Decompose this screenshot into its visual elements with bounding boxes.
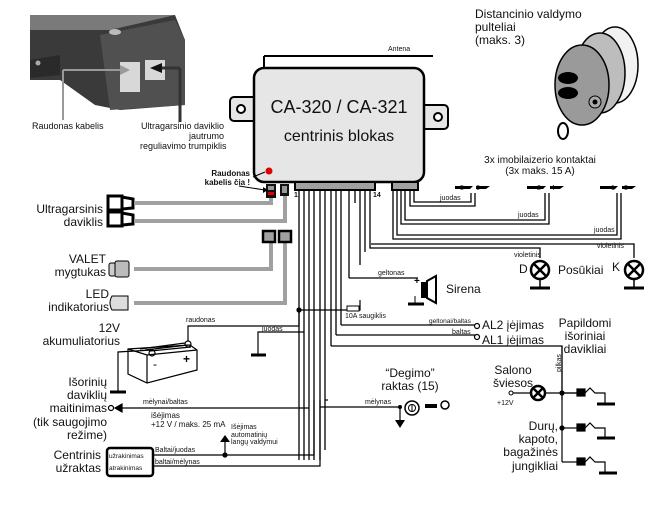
turn-lamp-left <box>529 259 551 290</box>
pin-label: 1 <box>611 185 615 192</box>
svg-text:+: + <box>414 276 420 287</box>
al1-wire-label: baltas <box>452 329 471 336</box>
photo-red-cable-label: Raudonas kabelis <box>32 121 104 131</box>
ultrasonic-sensor <box>106 194 135 228</box>
grey-wires <box>134 196 287 305</box>
pin-14-label: 14 <box>373 192 381 199</box>
immobilizer-terminals <box>455 186 636 189</box>
turn-left-label: D <box>519 262 528 276</box>
pin-label: 4 <box>551 185 555 192</box>
lock-wire-1: Baltai/juodas <box>155 447 196 454</box>
pin-label: 5 <box>460 185 464 192</box>
pin-label: 3 <box>624 185 628 192</box>
immobilizer-wires <box>364 190 635 258</box>
al2-label: AL2 įėjimas <box>482 318 545 332</box>
relay-connector <box>391 181 419 191</box>
wire-label: juodas <box>594 227 615 234</box>
siren-label: Sirena <box>446 282 481 296</box>
central-unit <box>229 66 449 198</box>
ignition-switch <box>320 400 450 428</box>
al1-label: AL1 įėjimas <box>482 333 545 347</box>
wire-label: violetinis <box>597 243 624 250</box>
external-power-wire: mėlynai/baltas <box>143 399 188 406</box>
unit-model: CA-320 / CA-321 <box>270 97 408 117</box>
led-indicator <box>109 295 129 311</box>
turn-right-label: K <box>612 260 621 274</box>
lock-wire-2: baltai/mėlynas <box>155 459 200 466</box>
lock-box-unlock: atrakinimas <box>109 465 143 472</box>
external-power-spec: išėjimas+12 V / maks. 25 mA <box>151 411 226 429</box>
main-connector <box>294 181 376 191</box>
wire-label: violetinis <box>514 252 541 259</box>
pin-1-label: 1 <box>294 192 298 199</box>
battery-minus: - <box>153 357 157 371</box>
antenna-label: Antena <box>388 46 411 53</box>
remote-controls <box>554 26 639 140</box>
lock-box-lock: užrakinimas <box>109 453 144 460</box>
wire-label: juodas <box>440 195 461 202</box>
ignition-wire-label: mėlynas <box>365 399 392 406</box>
battery-plus: + <box>183 352 190 366</box>
central-lock-box <box>105 446 155 478</box>
unit-subtitle: centrinis blokas <box>283 128 395 145</box>
wire-label: juodas <box>518 212 539 219</box>
cabin-supply-label: +12V <box>497 400 514 407</box>
pin-label: 2 <box>537 185 541 192</box>
unit-photo <box>30 15 185 122</box>
battery-wire-label: raudonas <box>186 317 216 324</box>
cabin-wire-label: pilkas <box>556 354 563 372</box>
ground-wire-label: juodas <box>262 326 283 333</box>
siren-wire-label: geltonas <box>378 270 405 277</box>
turn-lamp-right <box>623 259 645 290</box>
turn-signals-label: Posūkiai <box>558 263 604 277</box>
door-switches <box>559 387 617 475</box>
red-cable-point <box>265 167 273 175</box>
immobilizer-title: 3x imobilaizerio kontaktai(3x maks. 15 A… <box>484 155 596 177</box>
al2-wire-label: geltonai/baltas <box>429 318 471 325</box>
ignition-label: “Degimo”raktas (15) <box>381 366 439 394</box>
battery: - + <box>127 340 198 384</box>
pin-label: 6 <box>476 185 480 192</box>
siren: + <box>349 274 437 306</box>
fuse-label: 10A saugiklis <box>345 313 386 320</box>
valet-button <box>108 260 130 278</box>
